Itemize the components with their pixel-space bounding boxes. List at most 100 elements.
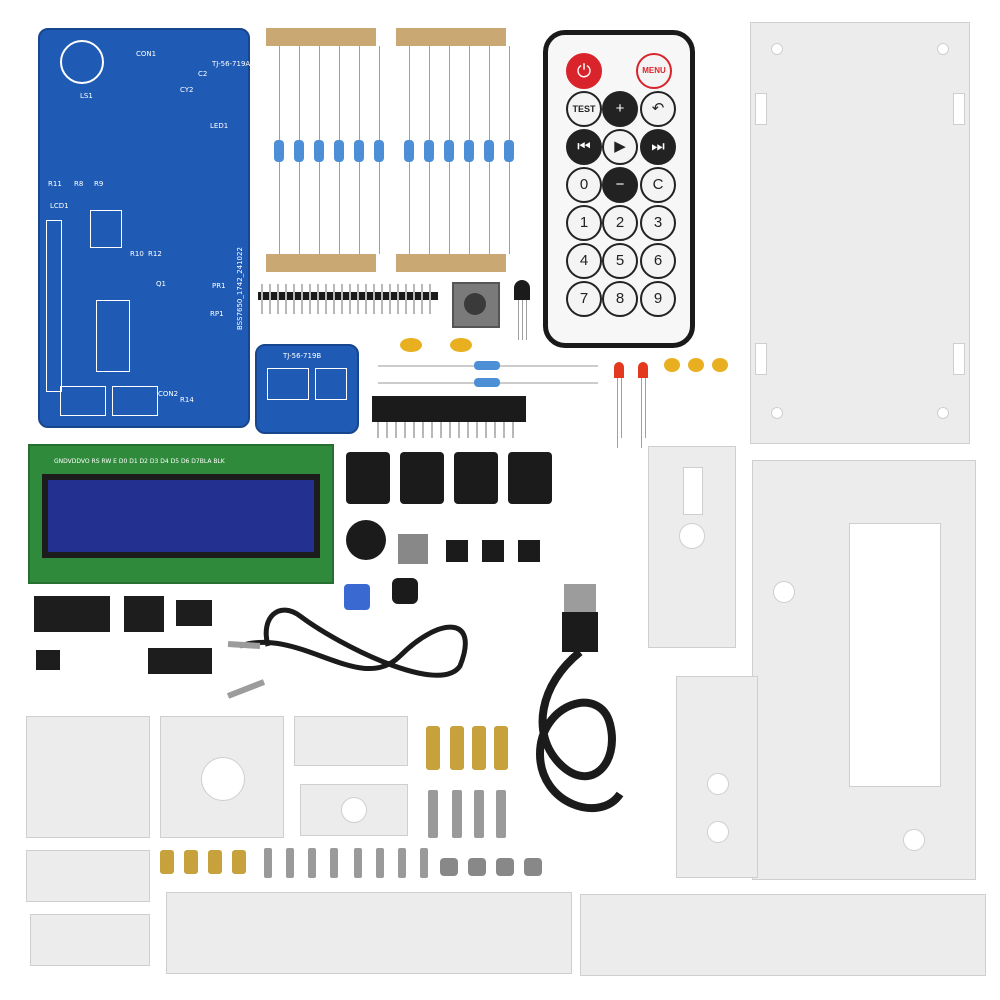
acrylic-tab-2 [300,784,408,836]
pcb-silk-label: Q1 [156,280,166,288]
screw-3 [474,790,484,838]
tact-switch-1 [446,540,468,562]
tape-bottom [396,254,506,272]
brass-standoff-short [208,850,222,874]
screw-small [398,848,406,878]
ic-socket-footprint-2 [90,210,122,248]
capacitor-ceramic-yellow-3 [664,358,680,372]
resistor-strip-left [266,28,384,272]
nut-2 [468,858,486,876]
header-pin [357,284,359,314]
remote-button[interactable]: 0 [566,167,602,203]
capacitor-ceramic-yellow-1 [400,338,422,352]
lcd-header-footprint [46,220,62,392]
header-pin [476,422,478,438]
relay-pcb: TJ-56-719B [255,344,359,434]
acrylic-tab-3 [26,850,150,902]
pcb-silk-label: CON1 [136,50,157,58]
transistor [514,280,530,340]
main-pcb-footer: BSS7650_1742_241022 [236,247,244,330]
acrylic-square-2 [160,716,284,838]
capacitor-ceramic-yellow-5 [712,358,728,372]
remote-button[interactable]: 5 [602,243,638,279]
header-pin [365,284,367,314]
header-pin [397,284,399,314]
remote-button[interactable]: − [602,167,638,203]
remote-button[interactable]: 9 [640,281,676,317]
header-pin [395,422,397,438]
acrylic-panel-bottom-right [580,894,986,976]
pcb-silk-label: R11 [48,180,62,188]
resistor-loose-2-body [474,378,500,387]
header-pin [381,284,383,314]
lcd-pin-labels: GNDVDDVO RS RW E D0 D1 D2 D3 D4 D5 D6 D7… [54,458,225,465]
brass-standoff-short [184,850,198,874]
remote-button[interactable]: MENU [636,53,672,89]
remote-button[interactable]: + [602,91,638,127]
tact-switch-3 [518,540,540,562]
tape-bottom [266,254,376,272]
connector-footprint-2 [112,386,158,416]
resistor [314,140,324,162]
acrylic-tab-1 [294,716,408,766]
remote-button[interactable]: 8 [602,281,638,317]
header-pin [269,284,271,314]
remote-button[interactable]: 6 [640,243,676,279]
remote-button[interactable]: 3 [640,205,676,241]
header-pin [293,284,295,314]
screw-2 [452,790,462,838]
header-pin [503,422,505,438]
remote-button[interactable]: ⏮ [566,129,602,165]
header-pin [413,284,415,314]
pcb-silk-label: R8 [74,180,84,188]
usb-cable [535,584,624,813]
audio-jack-2 [400,452,444,504]
screw-small [420,848,428,878]
screw-1 [428,790,438,838]
pcb-silk-label: R10 [130,250,144,258]
pin-header-female [372,396,526,438]
header-pin [485,422,487,438]
pcb-silk-label: LS1 [80,92,93,100]
pcb-silk-label: RP1 [210,310,224,318]
acrylic-panel-front [752,460,976,880]
header-pin [431,422,433,438]
tactile-switch-large [452,282,500,328]
screw-small [264,848,272,878]
resistor [274,140,284,162]
header-pin [405,284,407,314]
remote-button[interactable]: C [640,167,676,203]
acrylic-panel-side-1 [648,446,736,648]
brass-standoff-short [160,850,174,874]
tape-top [266,28,376,46]
remote-button[interactable]: 4 [566,243,602,279]
remote-button[interactable]: 1 [566,205,602,241]
brass-standoff-1 [426,726,440,770]
remote-button[interactable]: ↶ [640,91,676,127]
remote-button[interactable]: 7 [566,281,602,317]
header-pin [309,284,311,314]
remote-button[interactable]: ⏭ [640,129,676,165]
tape-top [396,28,506,46]
resistor [354,140,364,162]
acrylic-square-1 [26,716,150,838]
header-pin [422,422,424,438]
header-pin [449,422,451,438]
remote-button[interactable]: ⏻ [566,53,602,89]
tact-switch-2 [482,540,504,562]
resistor [504,140,514,162]
header-pin [389,284,391,314]
terminal-footprint [315,368,347,400]
pcb-silk-label: CON2 [158,390,179,398]
capacitor-ceramic-yellow-2 [450,338,472,352]
header-pin [373,284,375,314]
nut-4 [524,858,542,876]
remote-button[interactable]: ▶ [602,129,638,165]
remote-button[interactable]: 2 [602,205,638,241]
remote-button[interactable]: TEST [566,91,602,127]
brass-standoff-short [232,850,246,874]
header-pin [440,422,442,438]
screw-small [354,848,362,878]
resistor [484,140,494,162]
header-pin [467,422,469,438]
